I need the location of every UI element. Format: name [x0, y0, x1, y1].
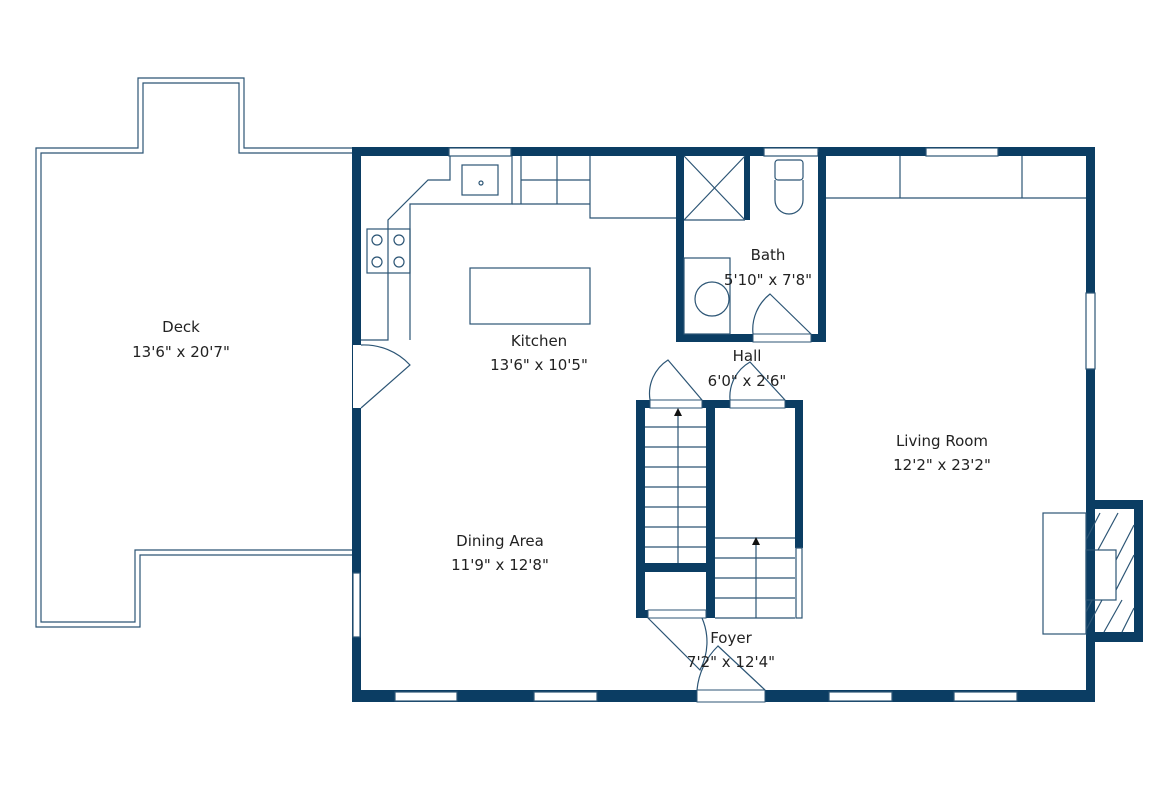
room-label-bath: Bath 5'10" x 7'8"	[724, 246, 812, 289]
bath-walls	[676, 152, 826, 343]
kitchen-fixtures	[361, 156, 676, 341]
svg-text:Kitchen: Kitchen	[511, 332, 567, 350]
fireplace	[1042, 512, 1135, 635]
room-label-kitchen: Kitchen 13'6" x 10'5"	[490, 332, 588, 374]
svg-text:11'9" x 12'8": 11'9" x 12'8"	[451, 556, 549, 574]
svg-text:Foyer: Foyer	[710, 629, 752, 647]
room-label-hall: Hall 6'0" x 2'6"	[708, 347, 787, 390]
svg-text:5'10" x 7'8": 5'10" x 7'8"	[724, 271, 812, 289]
svg-text:Living Room: Living Room	[896, 432, 988, 450]
svg-text:6'0" x 2'6": 6'0" x 2'6"	[708, 372, 787, 390]
svg-text:7'2" x 12'4": 7'2" x 12'4"	[687, 653, 775, 671]
svg-text:Dining Area: Dining Area	[456, 532, 544, 550]
svg-text:13'6" x 10'5": 13'6" x 10'5"	[490, 356, 588, 374]
doors	[353, 344, 786, 703]
exterior-walls	[352, 147, 1143, 702]
svg-text:13'6" x 20'7": 13'6" x 20'7"	[132, 343, 230, 361]
room-label-deck: Deck 13'6" x 20'7"	[132, 318, 230, 361]
room-label-dining-area: Dining Area 11'9" x 12'8"	[451, 532, 549, 574]
room-label-foyer: Foyer 7'2" x 12'4"	[687, 629, 775, 671]
svg-text:12'2" x 23'2": 12'2" x 23'2"	[893, 456, 991, 474]
living-built-ins	[826, 156, 1086, 199]
kitchen-island	[469, 267, 591, 325]
room-label-living-room: Living Room 12'2" x 23'2"	[893, 432, 991, 474]
svg-text:Bath: Bath	[751, 246, 786, 264]
windows	[352, 147, 1096, 702]
deck-outline	[35, 77, 352, 628]
svg-text:Deck: Deck	[162, 318, 200, 336]
staircases	[636, 399, 803, 619]
svg-text:Hall: Hall	[733, 347, 762, 365]
